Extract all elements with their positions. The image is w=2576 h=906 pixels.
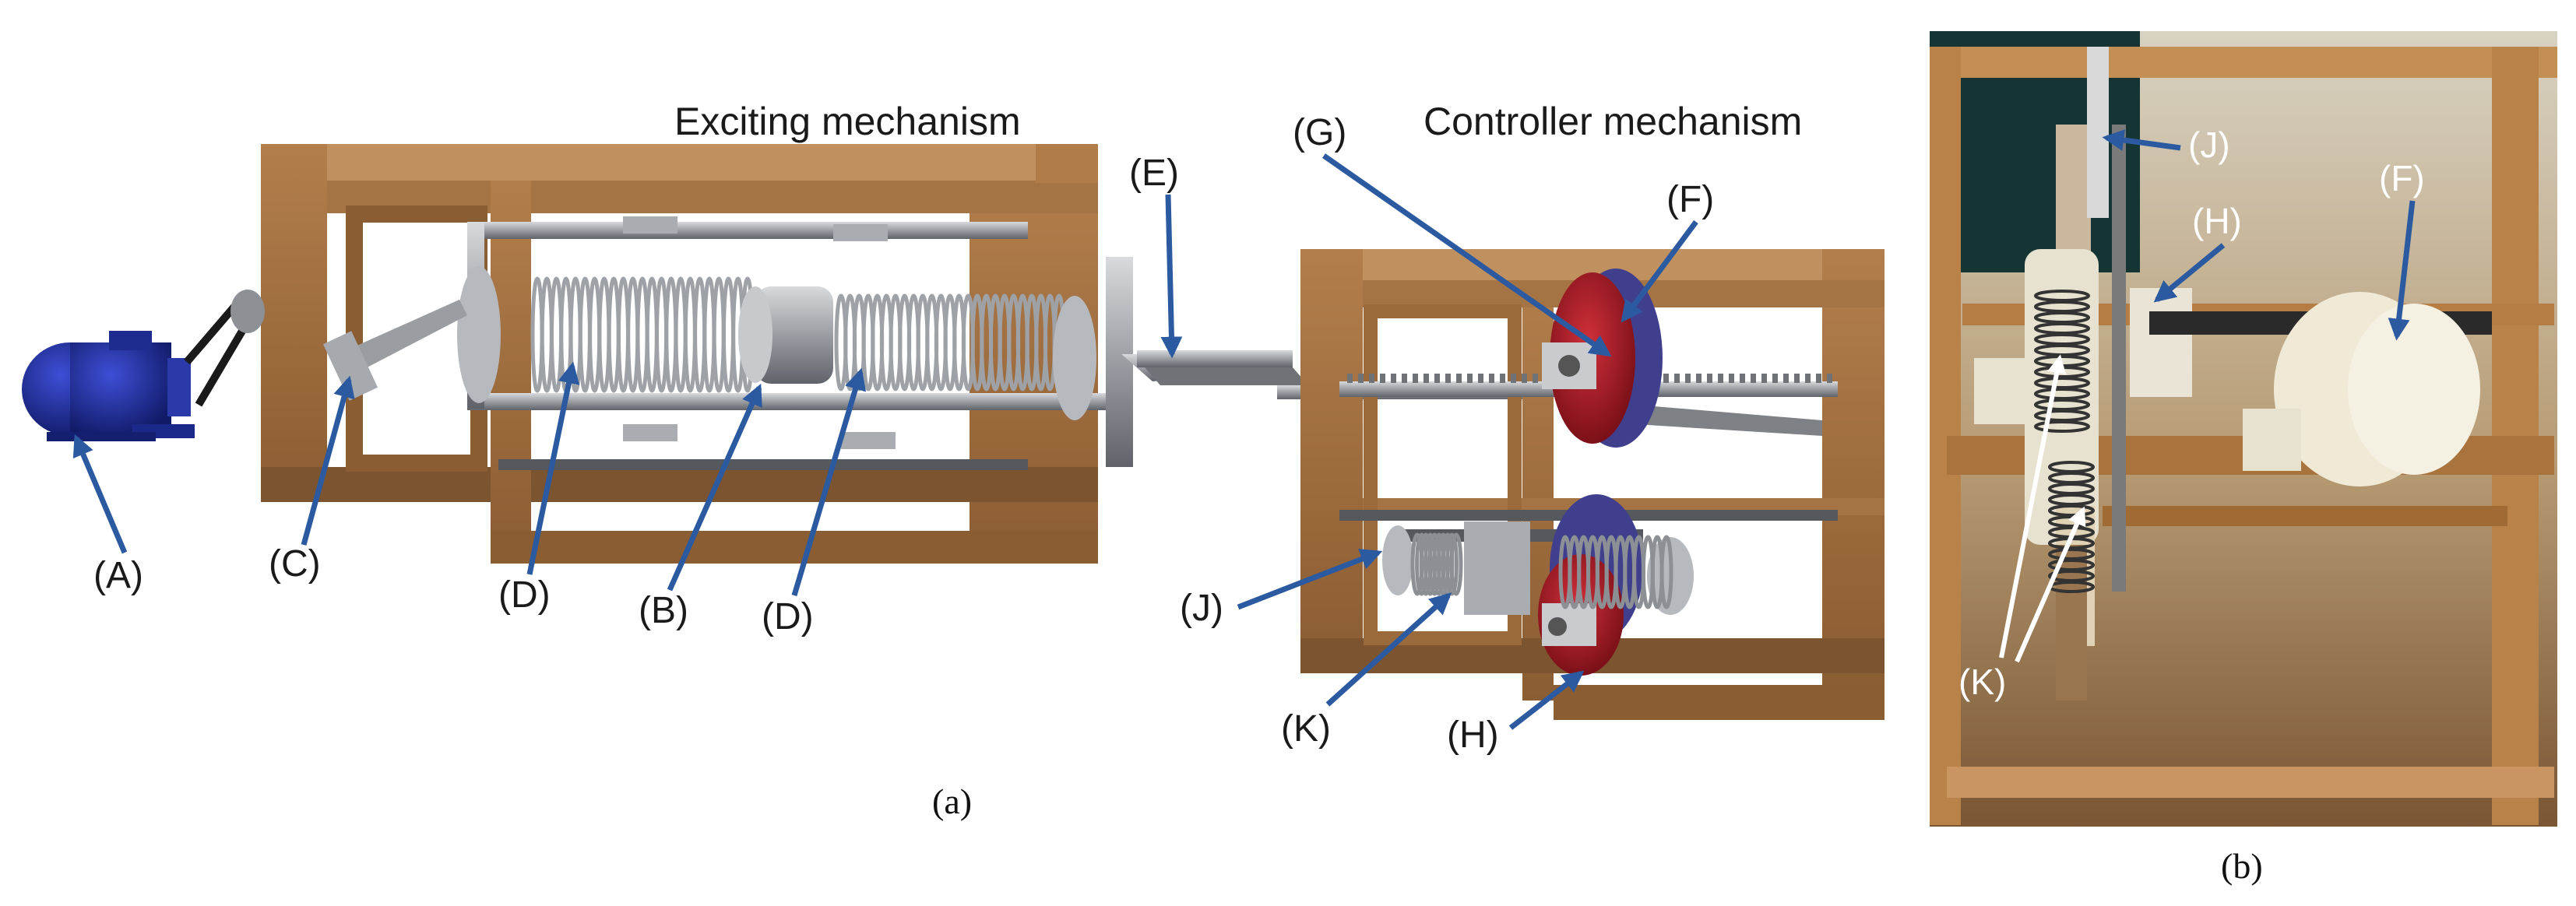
arrow-f [1621,219,1698,323]
arrow-b [667,383,762,592]
spring-lower-left [1410,532,1463,596]
label-f: (F) [1666,179,1714,220]
rack-tooth [1445,374,1451,383]
rack-tooth [1805,374,1811,383]
rack-tooth [1402,374,1407,383]
arrow-d-left [526,361,580,575]
rack-tooth [1522,374,1527,383]
rack-tooth [1772,374,1778,383]
spring-coil [1445,532,1459,596]
label-j: (J) [1180,588,1223,629]
spring-lower-right [1558,535,1673,609]
rack-tooth [1467,374,1473,383]
rack-tooth [1380,374,1385,383]
spring-coil [1659,535,1673,609]
rack-tooth [1511,374,1516,383]
arrow-a [72,434,128,554]
arrow-c [301,375,355,546]
label-k: (K) [1281,708,1331,750]
photo-arrow-k-upper [1999,354,2067,658]
spring-coil [1449,532,1463,596]
photo-spring-coil [2034,420,2090,433]
rack-tooth [1358,374,1364,383]
rack-tooth [1663,374,1669,383]
arrow-g [1321,153,1612,357]
rack-tooth [1696,374,1701,383]
arrow-j [1237,549,1383,610]
belt [184,290,265,407]
label-e: (E) [1129,153,1179,194]
label-c: (C) [269,543,321,585]
photo-label-h: (H) [2192,201,2242,241]
central-mass [457,266,1096,420]
spring-left [530,276,755,393]
panel-b: (J) (H) (F) (K) (b) [1930,31,2557,886]
rack-tooth [1369,374,1374,383]
caption-a: (a) [932,781,972,821]
caption-b: (b) [2221,846,2263,886]
rack-tooth [1816,374,1821,383]
label-a: (A) [93,555,143,596]
photo-arrow-j [2102,129,2181,151]
photo-label-k: (K) [1958,662,2006,702]
arrow-d-right [791,367,867,596]
rack-tooth [1761,374,1767,383]
rack-tooth [1794,374,1800,383]
rack-tooth [1489,374,1494,383]
rack-tooth [1434,374,1440,383]
rack-tooth [1827,374,1832,383]
rack-tooth [1500,374,1505,383]
rack-tooth [1456,374,1462,383]
rack-tooth [1783,374,1789,383]
label-h: (H) [1447,715,1499,756]
photo-arrow-f [2388,200,2416,341]
rack-tooth [1533,374,1538,383]
rack-tooth [1391,374,1396,383]
crank-rod [322,300,467,401]
exciting-mechanism-title: Exciting mechanism [674,100,1021,143]
rack-tooth [1413,374,1418,383]
arrow-h [1508,670,1585,730]
arrow-k [1325,592,1452,707]
rack-tooth [1740,374,1745,383]
label-b: (B) [639,590,688,631]
motor [22,331,195,441]
rack-tooth [1729,374,1734,383]
photo-label-f: (F) [2379,158,2425,198]
rack-tooth [1423,374,1429,383]
photo-arrow-h [2153,243,2226,303]
rack-tooth [1718,374,1723,383]
label-d-right: (D) [762,596,814,637]
rack-tooth [1674,374,1680,383]
rack-tooth [1347,374,1353,383]
controller-mechanism-title: Controller mechanism [1423,100,1802,143]
rack-tooth [1478,374,1483,383]
rack-tooth [1685,374,1691,383]
arrow-e [1160,194,1183,359]
rack [1339,374,1838,436]
label-g: (G) [1293,112,1346,153]
rack-tooth [1707,374,1712,383]
rack-tooth [1751,374,1756,383]
panel-a: Exciting mechanism Controller mechanism … [22,100,1884,821]
photo-arrow-k-lower [2015,506,2086,663]
photo-label-j: (J) [2188,125,2230,165]
label-d-left: (D) [498,574,551,616]
